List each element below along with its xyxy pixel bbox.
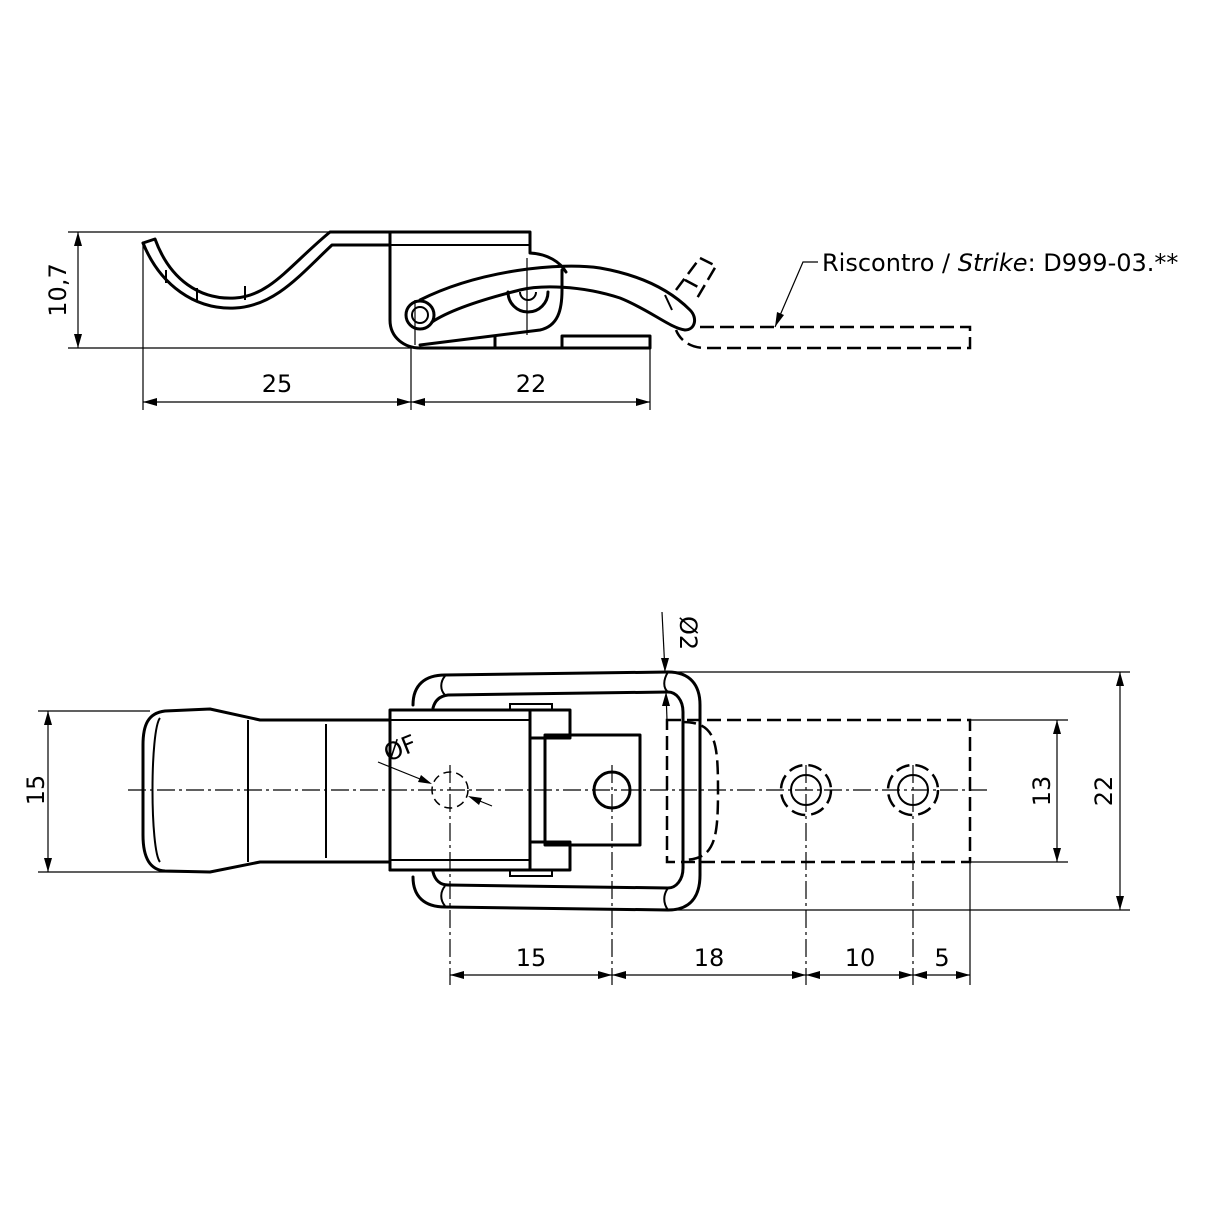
pivot-arc-inner [519,291,537,301]
lever-rib [664,294,673,311]
height-dim-label: 10,7 [44,263,72,316]
handle-outline-outer [141,230,392,300]
wire-bail-outer [411,670,702,912]
tab [543,733,642,847]
pivot-arc [506,290,550,314]
spacing-dim-3: 10 [845,944,876,972]
strike-plate [665,718,972,864]
strike-leader [774,261,818,328]
handle-edge [151,717,161,863]
pivot-inner [411,306,429,324]
strike-label-code: : D999-03.** [1028,249,1179,277]
wire-bail-inner [431,690,685,890]
hole-f-label: ØF [380,729,421,767]
strike-outline [674,325,972,350]
base-plate [418,334,652,350]
strike-label-italic: Strike [958,249,1028,277]
strike-label-prefix: Riscontro / [822,249,958,277]
height-dim-overall-label: 22 [1090,776,1118,807]
spacing-dim-2: 18 [694,944,725,972]
wire-bail-ribs [440,671,669,911]
spacing-dim-1: 15 [516,944,547,972]
hinge-pin [509,869,553,877]
strike-hole-countersink [886,763,940,817]
handle-outline-inner [141,241,392,310]
strike-label: Riscontro / Strike: D999-03.** [822,249,1178,277]
width-dim-right-label: 22 [516,370,547,398]
spacing-dim-4: 5 [934,944,949,972]
hinge-pin [509,703,553,711]
lever-lower [418,268,564,347]
wire-dia-leader [665,691,668,721]
handle-top [141,707,392,874]
top-view: ØF 15 18 10 5 15 13 22 Ø2 [22,611,1130,985]
f-leader [469,796,493,807]
lever-arm [418,264,697,332]
body-top [388,708,532,872]
latch-body [388,230,568,350]
leader-arrow [775,312,784,327]
pivot-circle [404,299,436,331]
wire-diameter-label: Ø2 [674,616,702,650]
height-dim-left-label: 15 [22,775,50,806]
strike-loop [681,720,720,862]
f-arrows [418,775,482,805]
width-dim-left-label: 25 [262,370,293,398]
lever-open-position [675,256,718,301]
side-view: 10,7 25 22 Riscontro / Strike: D999-03 [44,230,1178,410]
height-dim-strike-label: 13 [1028,776,1056,807]
dimension-arrows [74,232,82,348]
wire-dia-arrows [661,658,670,706]
strike-hole-countersink [779,763,833,817]
